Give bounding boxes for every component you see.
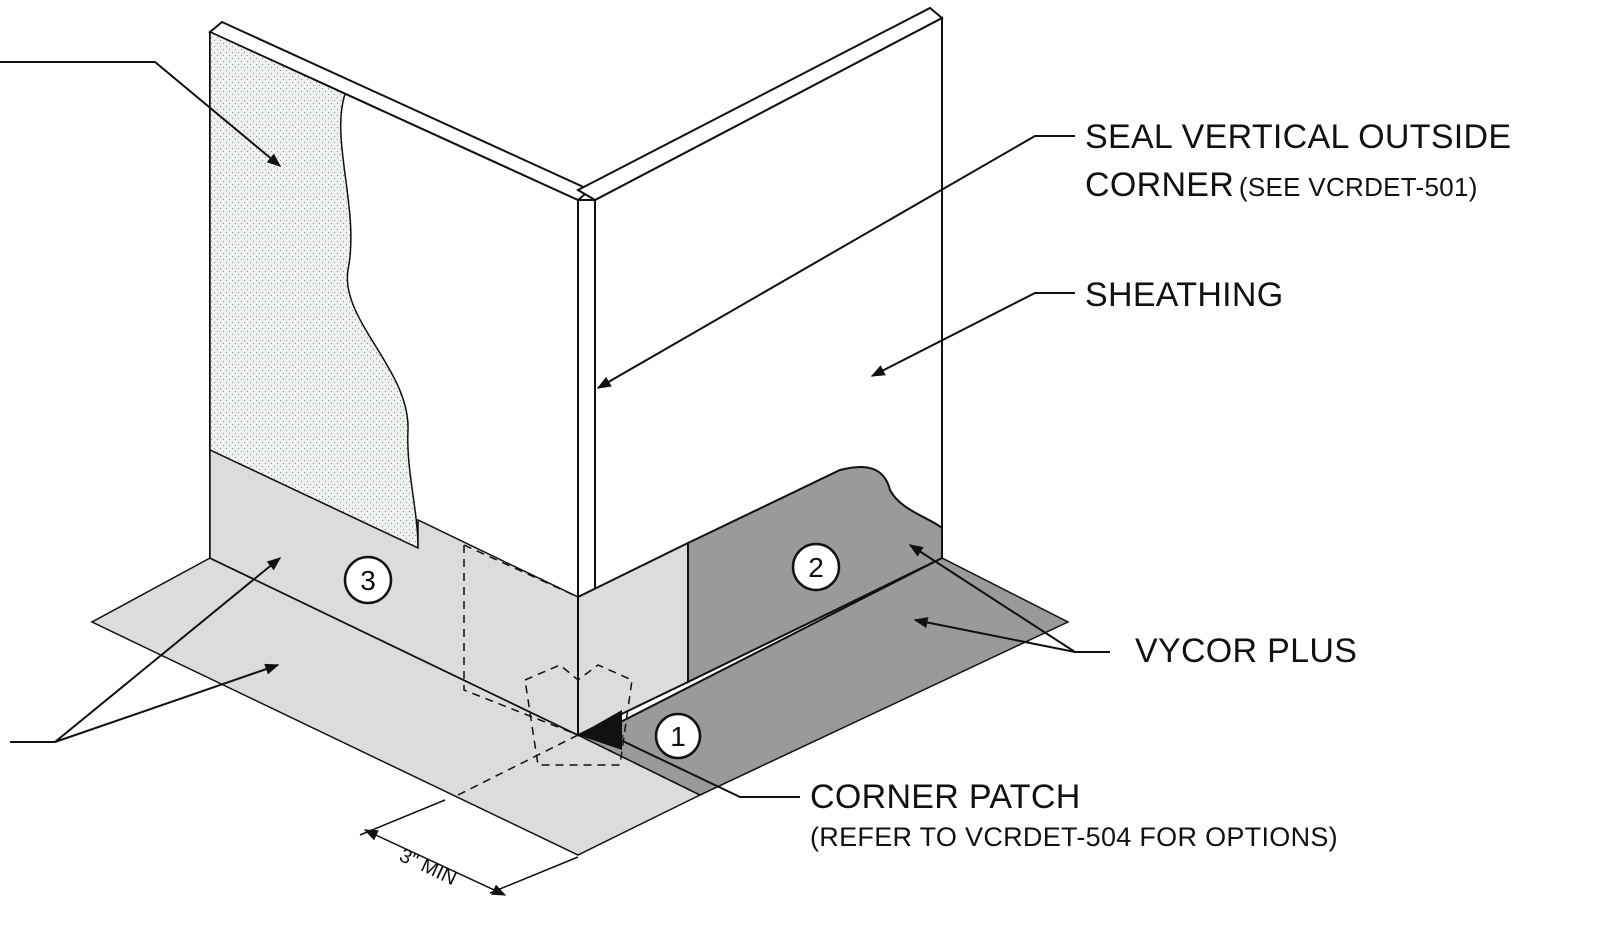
right-wall-top-edge — [575, 6, 944, 202]
label-seal-corner-line2: CORNER (SEE VCRDET-501) — [1085, 168, 1478, 202]
leader-bottom-left-2 — [54, 663, 280, 743]
label-seal-corner-ref: (SEE VCRDET-501) — [1238, 172, 1478, 202]
callout-3: 3 — [343, 555, 393, 605]
callout-2: 2 — [791, 542, 841, 592]
callout-1-number: 1 — [670, 721, 686, 752]
hidden-lines — [457, 544, 701, 796]
dimension-label: 3" MIN — [396, 845, 460, 890]
leader-corner-patch — [608, 734, 800, 798]
stipple-barrier — [209, 30, 419, 550]
callout-1: 1 — [654, 712, 702, 760]
label-corner-patch: CORNER PATCH — [810, 778, 1081, 816]
leader-vycor-2 — [913, 616, 1076, 653]
label-seal-corner-main: CORNER — [1085, 166, 1235, 204]
label-seal-corner-line1: SEAL VERTICAL OUTSIDE — [1085, 118, 1512, 156]
leader-top-left — [0, 61, 282, 167]
dimension-3in — [359, 799, 579, 896]
leader-seal-corner — [596, 135, 1075, 389]
callout-3-number: 3 — [360, 565, 376, 596]
label-sheathing: SHEATHING — [1085, 276, 1284, 314]
callout-2-number: 2 — [808, 552, 824, 583]
label-corner-patch-ref: (REFER TO VCRDET-504 FOR OPTIONS) — [810, 822, 1338, 852]
label-vycor-plus: VYCOR PLUS — [1135, 632, 1358, 670]
leader-sheathing — [870, 292, 1075, 377]
